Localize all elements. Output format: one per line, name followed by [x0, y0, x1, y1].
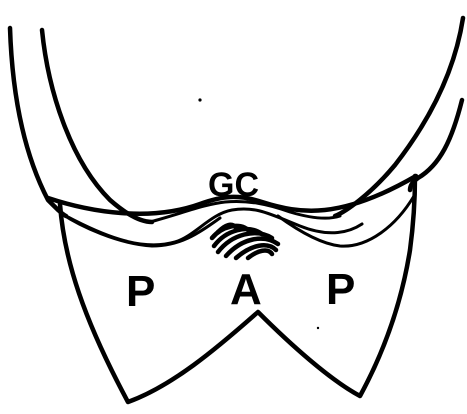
- label-gc: GC: [208, 166, 259, 204]
- inner-left-arm: [42, 30, 152, 222]
- small-dot: [198, 98, 201, 101]
- label-center-a: A: [230, 265, 262, 314]
- right-wing-edge: [278, 196, 414, 246]
- outer-left-arm: [10, 28, 66, 216]
- label-left-p: P: [126, 267, 155, 316]
- central-hatched-mass: [212, 225, 278, 258]
- small-dot-2: [317, 327, 319, 329]
- label-right-p: P: [326, 265, 355, 314]
